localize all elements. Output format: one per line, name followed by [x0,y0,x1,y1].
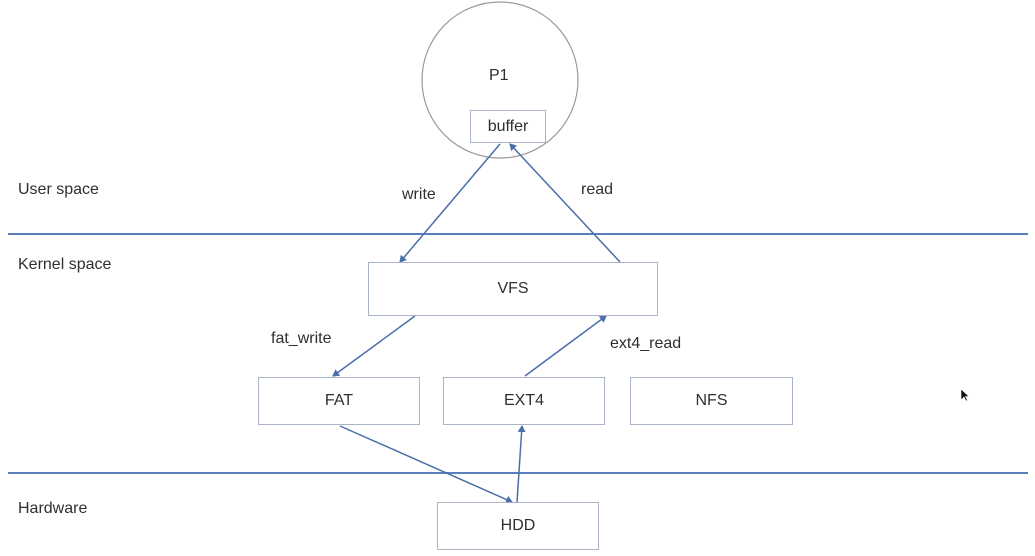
kernel-space-label: Kernel space [18,256,112,273]
process-circle [421,1,579,159]
fat-box: FAT [258,377,420,425]
ext4-box: EXT4 [443,377,605,425]
read-label: read [581,181,614,198]
fat-write-label: fat_write [271,330,332,347]
fat-hdd-arrow [339,425,513,504]
mouse-cursor-icon [960,388,970,402]
hdd-ext4-arrow [516,425,526,503]
process-name: P1 [489,67,509,84]
ext4-read-arrow [524,315,607,377]
buffer-box: buffer [470,110,546,143]
fat-write-arrow [332,315,416,377]
hdd-box: HDD [437,502,599,550]
ext4-read-label: ext4_read [610,335,682,352]
user-space-label: User space [18,181,99,198]
nfs-box: NFS [630,377,793,425]
write-label: write [402,186,436,203]
hardware-label: Hardware [18,500,88,517]
read-arrow [509,143,621,263]
vfs-box: VFS [368,262,658,316]
write-arrow [399,143,501,263]
